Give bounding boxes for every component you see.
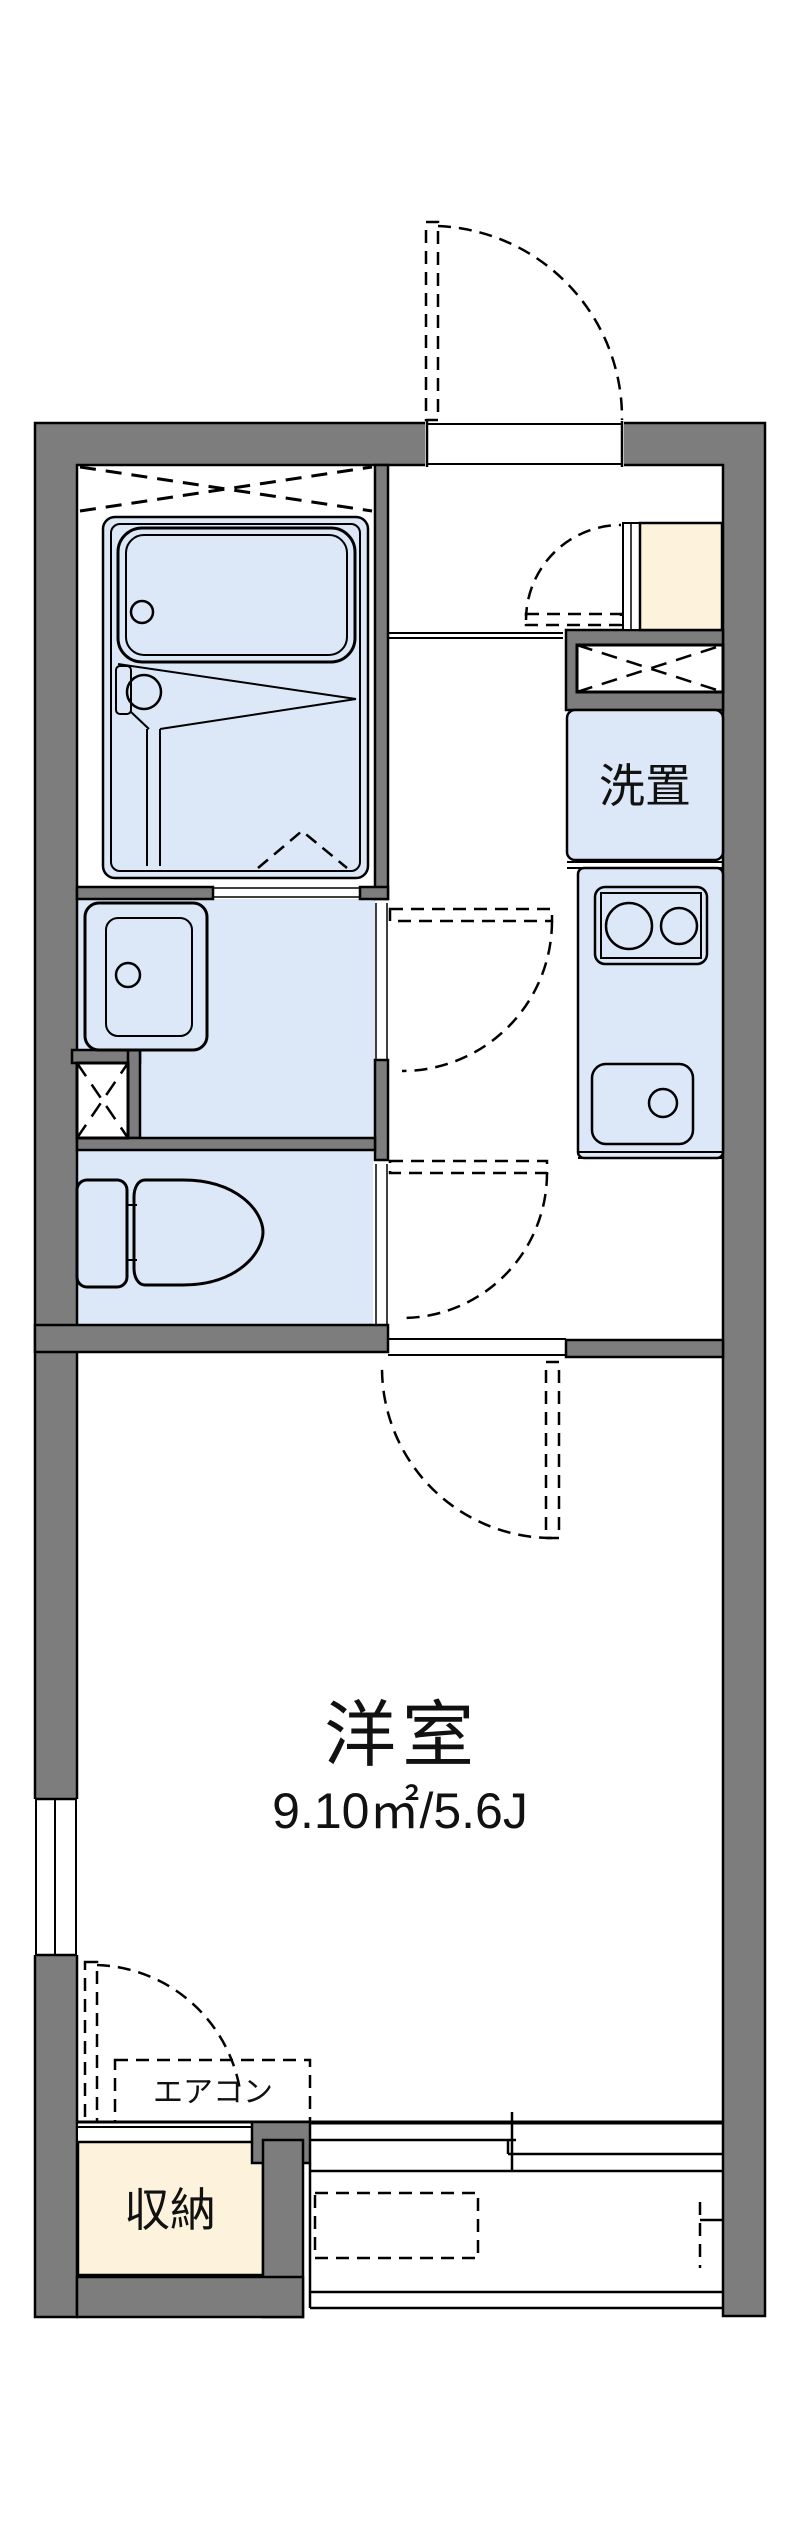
shoe-cabinet-swing-icon (524, 523, 622, 621)
wall-bath-bottom-right (358, 885, 390, 901)
toilet-door-leaf (388, 1159, 549, 1175)
bath-unit (101, 515, 370, 880)
closet: 収納 (75, 2120, 723, 2319)
stove-frame (593, 885, 709, 966)
closet-door-leaf (83, 1960, 99, 2124)
toilet-door-frame (375, 1164, 388, 1325)
shoe-cabinet-swing-leaf (524, 612, 623, 627)
toilet-bowl-icon (132, 1178, 265, 1287)
stove-burner-left-icon (604, 901, 654, 951)
bath-folding-door-icon (257, 829, 348, 869)
entrance-door-leaf (424, 220, 440, 422)
main-room: 洋室 9.10㎡/5.6J エアコン (33, 1338, 566, 2124)
main-room-door-swing-icon (380, 1367, 553, 1540)
vent-box-frame (575, 643, 725, 694)
kitchen-sink (590, 1062, 695, 1146)
bath-faucet-body (115, 665, 132, 715)
bathroom (79, 465, 373, 898)
main-room-door-threshold (388, 1338, 566, 1356)
closet-label: 収納 (124, 2184, 216, 2236)
entrance-jambs (425, 421, 624, 467)
pipe-space (75, 1061, 130, 1140)
washroom (83, 901, 554, 1073)
bathtub-inner (125, 534, 348, 656)
main-room-door-leaf (544, 1360, 561, 1540)
outer-wall (33, 421, 767, 2319)
wall-bath-hall (373, 463, 390, 901)
balcony-unit-box (313, 2191, 480, 2260)
washer-box (565, 708, 725, 862)
entrance-threshold (427, 423, 622, 465)
balcony (308, 2112, 723, 2310)
kitchen (576, 866, 725, 1160)
wall-mainroom-top-right (564, 1338, 725, 1359)
closet-door-swing-icon (96, 1963, 242, 2091)
bath-apron-lines (117, 663, 357, 866)
sliding-window-panes-icon (310, 2112, 723, 2172)
washer-label: 洗置 (599, 760, 691, 812)
window-icon (35, 1799, 77, 1955)
counter-bottom-lines (578, 1151, 723, 1159)
washroom-door-leaf (388, 907, 554, 923)
wall-washroom-toilet (75, 1136, 377, 1152)
vanity-faucet-icon (114, 961, 142, 989)
vent-box (575, 643, 725, 694)
wall-washroom-hall (373, 1058, 390, 1162)
wall-closet-bottom (75, 2275, 305, 2319)
bath-unit-inner (110, 523, 361, 872)
stove-burner-right-icon (659, 906, 699, 946)
bathroom-top-x-icon (79, 465, 373, 513)
washroom-door-frame (375, 903, 388, 1060)
bathtub-drain-icon (129, 599, 155, 625)
stove-inner (600, 892, 702, 959)
vanity-basin (105, 917, 193, 1037)
wall-bath-bottom-left (75, 885, 215, 901)
bath-faucet-icon (125, 673, 163, 711)
bathtub (116, 526, 357, 664)
washroom-door-swing-icon (401, 920, 554, 1073)
toilet-room-floor (77, 1150, 373, 1325)
main-room-label: 洋室 (324, 1696, 480, 1776)
wall-toilet-bottom (33, 1323, 390, 1354)
bath-door-threshold (213, 887, 360, 898)
kitchen-sink-drain-icon (647, 1087, 679, 1119)
entrance-step-line (388, 632, 563, 639)
shoe-cabinet (638, 521, 724, 632)
closet-sliding-door (78, 2124, 252, 2142)
entrance (388, 220, 724, 639)
toilet-room (75, 1159, 549, 1325)
vanity-unit (83, 901, 209, 1052)
aircon-box (113, 2058, 312, 2124)
entrance-opening (425, 420, 624, 467)
main-room-area-label: 9.10㎡/5.6J (272, 1783, 528, 1839)
toilet-tank (75, 1178, 129, 1289)
entrance-door-swing-icon (437, 224, 624, 421)
washer-space: 洗置 (565, 708, 725, 869)
aircon-label: エアコン (153, 2076, 273, 2109)
pipe-space-x-icon (75, 1062, 130, 1139)
balcony-railing (310, 2290, 723, 2310)
toilet-door-swing-icon (401, 1172, 549, 1320)
wall-ps-right (126, 1048, 142, 1140)
